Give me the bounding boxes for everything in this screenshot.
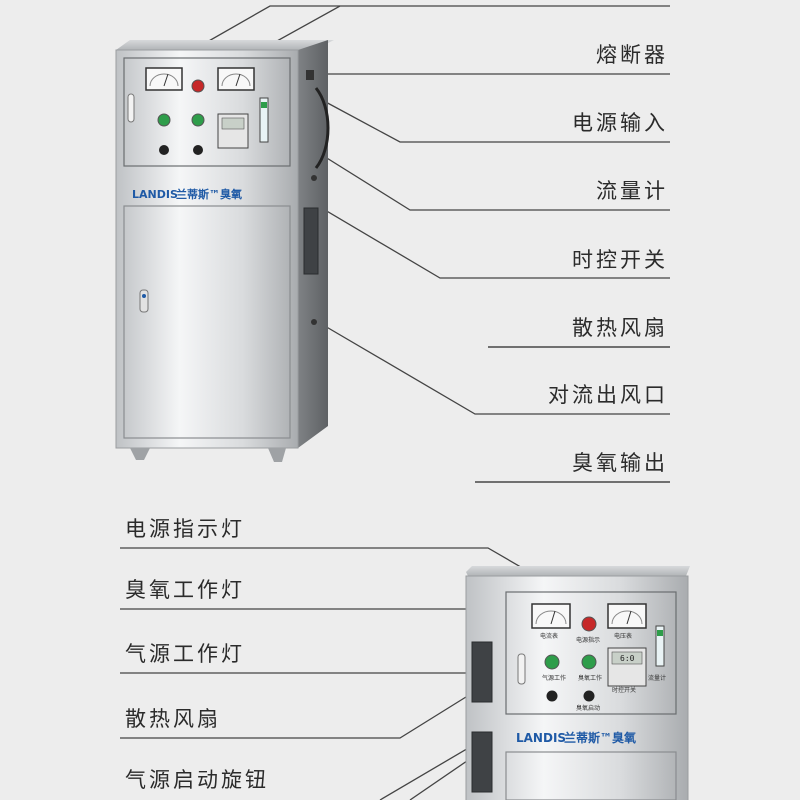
callout-timer-switch: 时控开关 — [572, 248, 668, 272]
label-ozone-start: 臭氧启动 — [576, 704, 600, 712]
callout-gas-start-knob: 气源启动旋钮 — [125, 768, 269, 792]
ozone-generator-cabinet-detail: 电流表 电压表 电源指示 气源工作 臭氧工作 臭氧启动 6:0 时控开关 流量计… — [465, 566, 690, 800]
callout-ozone-output: 臭氧输出 — [572, 451, 668, 475]
callout-ozone-work-light: 臭氧工作灯 — [125, 578, 245, 602]
callout-power-input: 电源输入 — [572, 111, 668, 135]
callout-flowmeter: 流量计 — [596, 179, 668, 203]
callout-cooling-fan-2: 散热风扇 — [125, 707, 221, 731]
callout-convection-outlet: 对流出风口 — [548, 383, 668, 407]
leader-line-outlet — [317, 321, 670, 415]
brand-logo-bottom: LANDIS — [516, 731, 566, 745]
callout-power-indicator: 电源指示灯 — [125, 517, 245, 541]
leader-line-fan-bottom — [120, 691, 475, 739]
brand-name-top: 兰蒂斯™臭氧 — [176, 187, 242, 201]
callout-gas-work-light: 气源工作灯 — [125, 642, 245, 666]
label-timer-switch: 时控开关 — [612, 686, 636, 694]
timer-display: 6:0 — [620, 654, 635, 663]
brand-name-bottom: 兰蒂斯™臭氧 — [564, 730, 636, 745]
brand-logo-top: LANDIS — [132, 188, 178, 201]
label-ozone-work: 臭氧工作 — [578, 674, 602, 682]
leader-line-power-input — [321, 99, 670, 143]
label-gas-work: 气源工作 — [542, 674, 566, 682]
label-voltmeter: 电压表 — [614, 632, 632, 640]
label-power-light: 电源指示 — [576, 636, 600, 644]
ozone-generator-cabinet-front: LANDIS 兰蒂斯™臭氧 — [115, 40, 334, 462]
label-flowmeter: 流量计 — [648, 674, 666, 682]
label-ammeter: 电流表 — [540, 632, 558, 640]
callout-fuse: 熔断器 — [596, 43, 668, 67]
callout-cooling-fan: 散热风扇 — [572, 316, 668, 340]
